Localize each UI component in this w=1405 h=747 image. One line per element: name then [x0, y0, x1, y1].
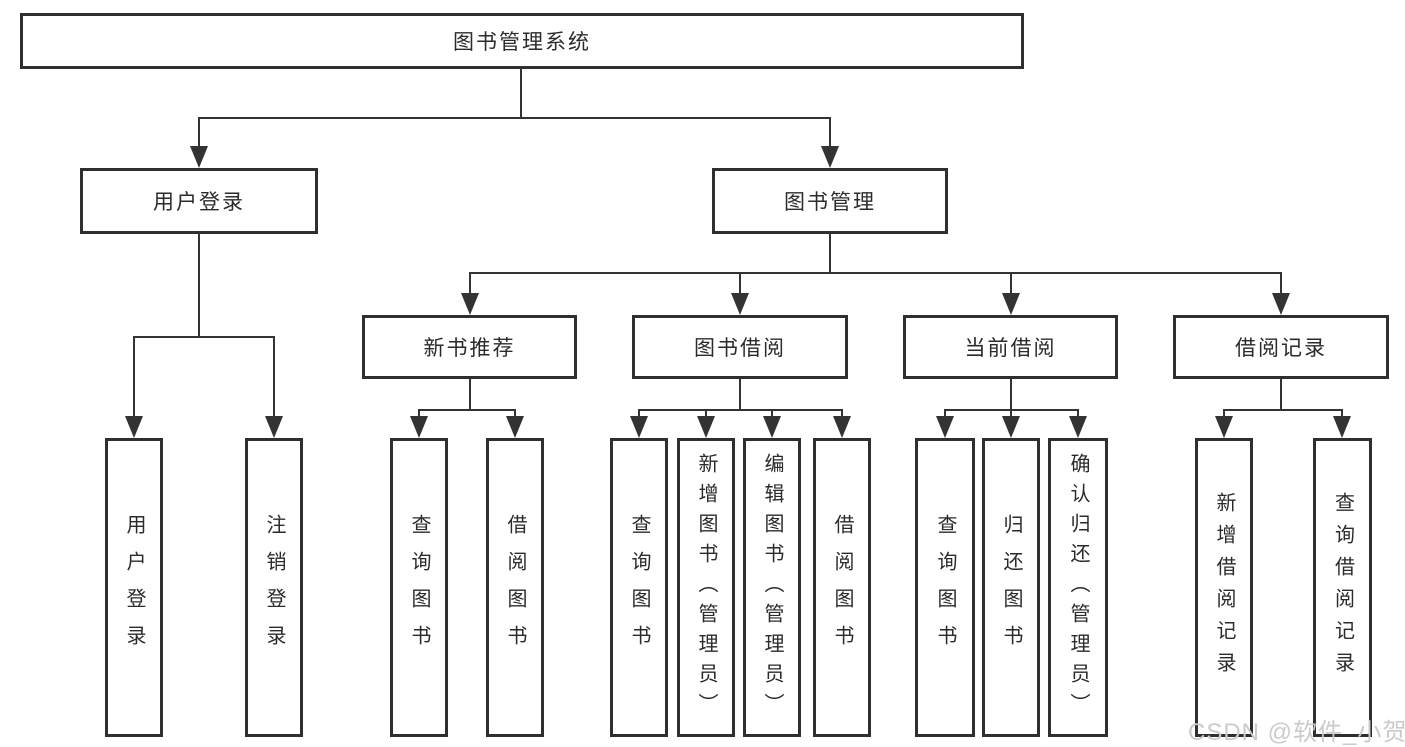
node-label: 借阅记录 — [1235, 337, 1327, 360]
leaf-logout: 注销登录 — [245, 438, 303, 737]
connector-line — [1223, 409, 1343, 411]
leaf-label: 借阅图书 — [504, 513, 526, 662]
connector-line — [1280, 272, 1282, 296]
node-label: 新书推荐 — [423, 337, 516, 360]
arrow-down-icon — [1002, 416, 1020, 438]
arrow-down-icon — [461, 293, 479, 315]
arrow-down-icon — [936, 416, 954, 438]
leaf-query-books: 查询图书 — [390, 438, 448, 737]
leaf-query-books: 查询图书 — [610, 438, 668, 737]
leaf-add-borrow-record: 新增借阅记录 — [1195, 438, 1253, 737]
leaf-label: 借阅图书 — [831, 513, 853, 662]
connector-line — [273, 336, 275, 418]
arrow-down-icon — [190, 146, 208, 168]
node-book-management: 图书管理 — [712, 168, 948, 234]
leaf-confirm-return-admin: 确认归还（管理员） — [1048, 438, 1108, 737]
connector-line — [1077, 409, 1079, 419]
connector-line — [841, 409, 843, 419]
connector-line — [829, 117, 831, 148]
leaf-label: 新增图书（管理员） — [695, 452, 717, 723]
connector-line — [1280, 379, 1282, 410]
connector-line — [739, 272, 741, 296]
node-user-login: 用户登录 — [80, 168, 318, 234]
connector-line — [469, 272, 1282, 274]
arrow-down-icon — [1069, 416, 1087, 438]
csdn-watermark: CSDN @软件_小贺同学 — [1188, 719, 1405, 746]
connector-line — [198, 117, 200, 148]
arrow-down-icon — [731, 293, 749, 315]
connector-line — [514, 409, 516, 419]
connector-line — [1010, 272, 1012, 296]
arrow-down-icon — [833, 416, 851, 438]
connector-line — [418, 409, 516, 411]
node-library-management-system: 图书管理系统 — [20, 13, 1024, 69]
arrow-down-icon — [697, 416, 715, 438]
connector-line — [469, 272, 471, 296]
leaf-query-borrow-record: 查询借阅记录 — [1313, 438, 1372, 737]
arrow-down-icon — [506, 416, 524, 438]
connector-line — [133, 336, 275, 338]
arrow-down-icon — [1333, 416, 1351, 438]
leaf-label: 查询图书 — [934, 513, 956, 662]
leaf-label: 查询借阅记录 — [1331, 491, 1354, 684]
arrow-down-icon — [410, 416, 428, 438]
connector-line — [418, 409, 420, 419]
leaf-return-books: 归还图书 — [982, 438, 1040, 737]
leaf-label: 用户登录 — [123, 513, 145, 662]
leaf-label: 编辑图书（管理员） — [761, 452, 783, 723]
connector-line — [705, 409, 707, 419]
connector-line — [771, 409, 773, 419]
connector-line — [1010, 379, 1012, 410]
arrow-down-icon — [1002, 293, 1020, 315]
leaf-label: 查询图书 — [628, 513, 650, 662]
connector-line — [520, 68, 522, 118]
node-label: 图书借阅 — [694, 337, 786, 360]
arrow-down-icon — [265, 416, 283, 438]
arrow-down-icon — [630, 416, 648, 438]
leaf-borrow-books: 借阅图书 — [813, 438, 871, 737]
leaf-label: 确认归还（管理员） — [1067, 452, 1089, 723]
connector-line — [829, 233, 831, 273]
node-current-borrowing: 当前借阅 — [903, 315, 1118, 379]
connector-line — [638, 409, 640, 419]
node-label: 当前借阅 — [964, 337, 1057, 360]
leaf-add-books-admin: 新增图书（管理员） — [677, 438, 735, 737]
node-borrowing-records: 借阅记录 — [1173, 315, 1389, 379]
node-label: 图书管理 — [784, 191, 876, 214]
connector-line — [198, 233, 200, 337]
leaf-label: 查询图书 — [408, 513, 430, 662]
connector-line — [739, 379, 741, 410]
connector-line — [1223, 409, 1225, 419]
leaf-label: 注销登录 — [263, 513, 285, 662]
connector-line — [198, 117, 831, 119]
node-label: 图书管理系统 — [453, 31, 591, 54]
connector-line — [1341, 409, 1343, 419]
connector-line — [133, 336, 135, 418]
node-book-borrowing: 图书借阅 — [632, 315, 848, 379]
connector-line — [1010, 409, 1012, 419]
node-label: 用户登录 — [153, 191, 245, 214]
leaf-query-books: 查询图书 — [915, 438, 975, 737]
node-new-book-recommend: 新书推荐 — [362, 315, 577, 379]
arrow-down-icon — [125, 416, 143, 438]
leaf-user-login: 用户登录 — [105, 438, 163, 737]
arrow-down-icon — [1272, 293, 1290, 315]
connector-line — [638, 409, 843, 411]
connector-line — [944, 409, 946, 419]
connector-line — [469, 379, 471, 410]
leaf-label: 归还图书 — [1000, 513, 1022, 662]
arrow-down-icon — [763, 416, 781, 438]
leaf-borrow-books: 借阅图书 — [486, 438, 544, 737]
leaf-edit-books-admin: 编辑图书（管理员） — [743, 438, 801, 737]
arrow-down-icon — [1215, 416, 1233, 438]
leaf-label: 新增借阅记录 — [1213, 491, 1235, 684]
arrow-down-icon — [821, 146, 839, 168]
